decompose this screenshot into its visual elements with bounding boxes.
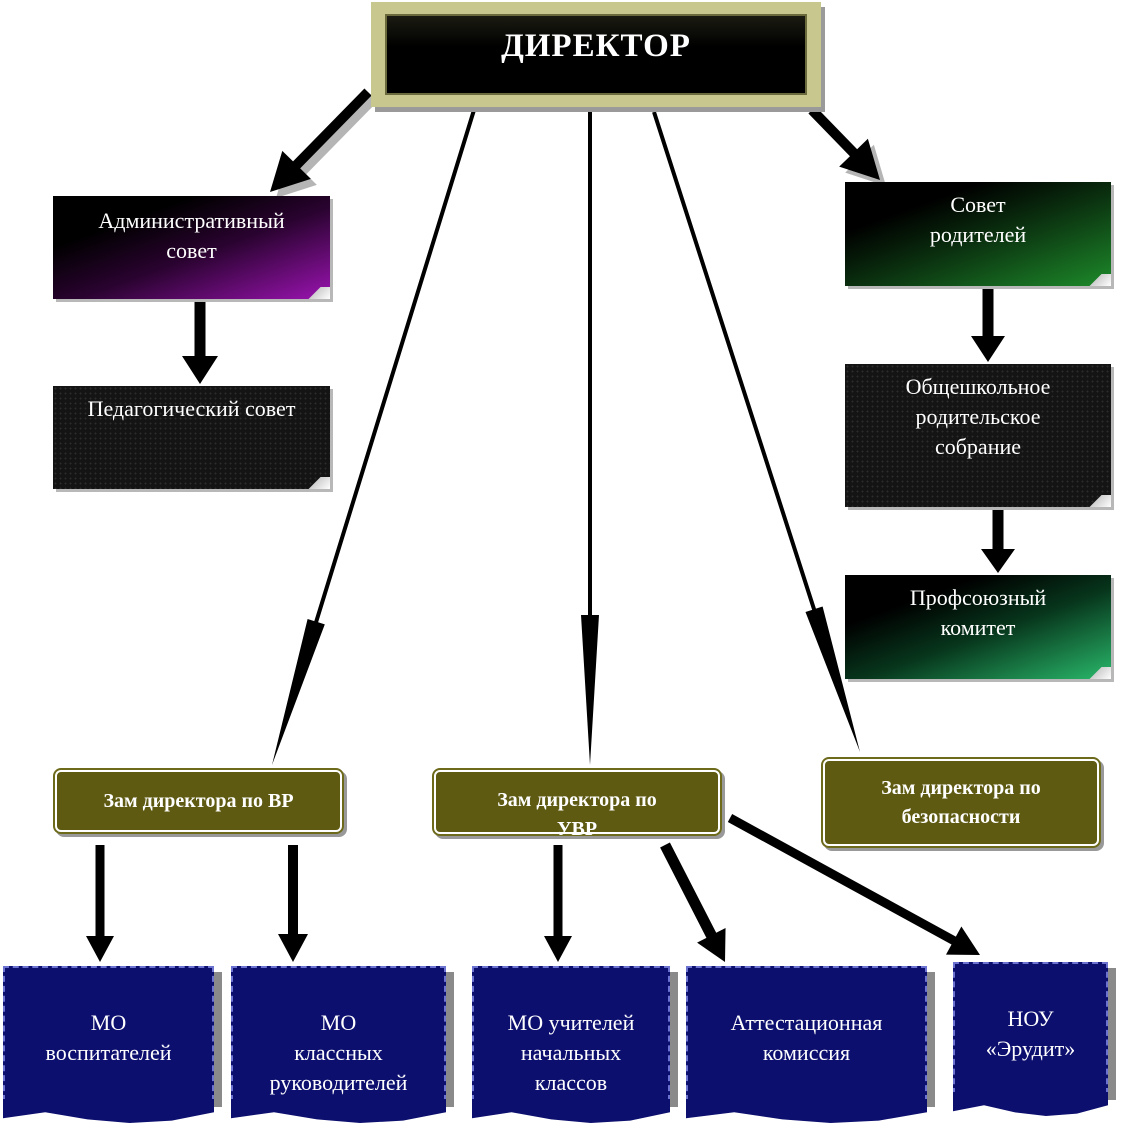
deputy-vr-label: Зам директора по ВР: [103, 789, 294, 812]
school-assembly-label: Общешкольное родительское собрание: [905, 374, 1051, 459]
arrow-director-admin: [270, 88, 372, 192]
arrow-director-uvr: [581, 108, 599, 765]
deputy-uvr-box: Зам директора по УВР: [434, 770, 720, 840]
attestation-commission-box: Аттестационная комиссия: [686, 966, 927, 1101]
mo-primary-teachers-label: МО учителей начальных классов: [507, 1010, 635, 1095]
arrow-director-parents: [808, 106, 880, 180]
mo-educators-box: МО воспитателей: [3, 966, 214, 1101]
mo-class-teachers-label: МО классных руководителей: [269, 1010, 408, 1095]
admin-council-box: Административный совет: [53, 196, 330, 299]
deputy-uvr-label: Зам директора по УВР: [497, 789, 657, 840]
nou-erudit-label: НОУ «Эрудит»: [985, 1006, 1076, 1061]
nou-erudit-box: НОУ «Эрудит»: [953, 962, 1108, 1094]
mo-class-teachers-box: МО классных руководителей: [231, 966, 446, 1101]
union-committee-label: Профсоюзный комитет: [909, 585, 1047, 640]
parents-council-box: Совет родителей: [845, 182, 1111, 286]
admin-council-label: Административный совет: [98, 208, 285, 263]
arrow-director-vr: [272, 109, 476, 766]
arrow-vr-educators: [86, 845, 114, 962]
ped-council-box: Педагогический совет: [53, 386, 330, 489]
director-box: ДИРЕКТОР: [371, 2, 821, 107]
arrow-uvr-primary: [544, 845, 572, 962]
arrow-admin-ped: [182, 298, 218, 384]
arrow-parents-assembly: [971, 286, 1005, 362]
mo-primary-teachers-box: МО учителей начальных классов: [472, 966, 670, 1101]
arrow-uvr-nou: [727, 814, 980, 955]
arrow-uvr-attestation: [660, 842, 726, 962]
arrow-vr-classteachers: [278, 845, 308, 962]
union-committee-box: Профсоюзный комитет: [845, 575, 1111, 679]
school-assembly-box: Общешкольное родительское собрание: [845, 364, 1111, 507]
deputy-safety-box: Зам директора по безопасности: [823, 759, 1099, 846]
parents-council-label: Совет родителей: [929, 192, 1027, 247]
deputy-vr-box: Зам директора по ВР: [55, 770, 342, 832]
mo-educators-label: МО воспитателей: [45, 1010, 172, 1065]
director-label: ДИРЕКТОР: [501, 28, 691, 64]
arrow-assembly-union: [981, 507, 1015, 573]
attestation-commission-label: Аттестационная комиссия: [730, 1010, 883, 1065]
ped-council-label: Педагогический совет: [87, 396, 296, 421]
arrow-director-safety: [652, 111, 860, 753]
deputy-safety-label: Зам директора по безопасности: [881, 776, 1041, 828]
